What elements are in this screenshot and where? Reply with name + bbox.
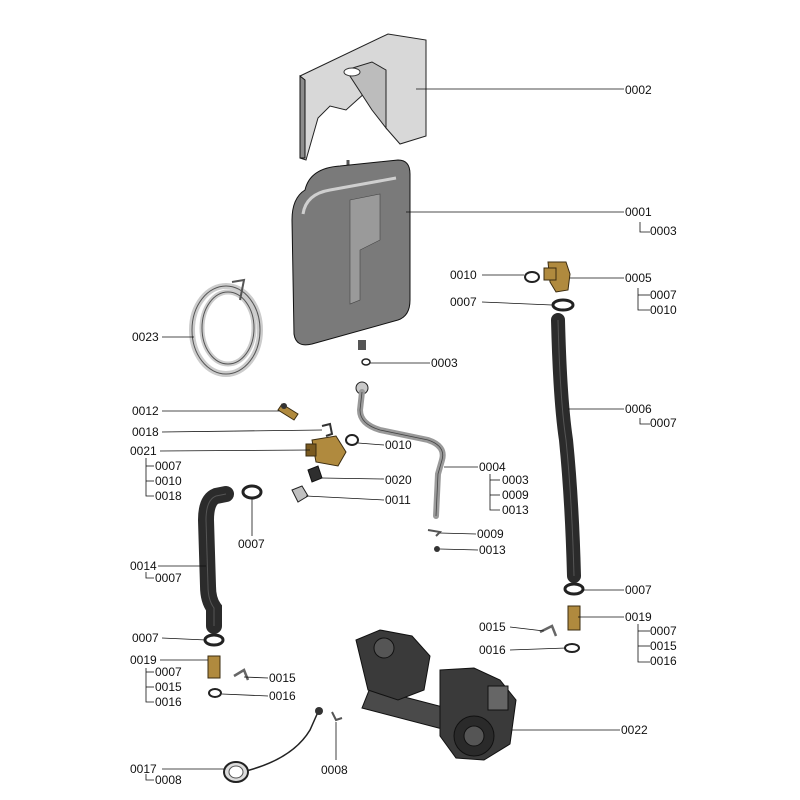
label-0009: 0009	[477, 527, 504, 541]
part-0013-oring	[434, 546, 440, 552]
label-0019-left: 0019	[130, 653, 157, 667]
label-0019-right-sub2: 0015	[650, 639, 677, 653]
part-0010-oring-mid	[345, 434, 359, 446]
label-0021: 0021	[130, 444, 157, 458]
label-0010-mid: 0010	[385, 438, 412, 452]
label-0021-sub3: 0018	[155, 489, 182, 503]
part-0008-clip	[331, 711, 343, 722]
label-0017: 0017	[130, 762, 157, 776]
label-0015-right: 0015	[479, 620, 506, 634]
part-0020-fitting	[307, 465, 323, 483]
part-0019-nipple-left	[207, 655, 221, 679]
label-0001-sub: 0003	[650, 224, 677, 238]
label-0007-right: 0007	[625, 583, 652, 597]
part-0002-cover	[299, 33, 427, 161]
part-0010-oring-top	[524, 271, 540, 283]
part-0023-coiled-tube	[189, 278, 263, 377]
label-0002: 0002	[625, 83, 652, 97]
label-0007-left: 0007	[132, 631, 159, 645]
label-0022: 0022	[621, 723, 648, 737]
part-0014-hose	[197, 486, 234, 634]
part-0007-clip-right	[563, 582, 585, 596]
leader-lines	[145, 88, 650, 781]
label-0008: 0008	[321, 763, 348, 777]
label-0016-left: 0016	[269, 689, 296, 703]
label-0016-right: 0016	[479, 643, 506, 657]
label-0023: 0023	[132, 330, 159, 344]
label-0019-right-sub3: 0016	[650, 654, 677, 668]
label-0006: 0006	[625, 402, 652, 416]
label-0012: 0012	[132, 404, 159, 418]
part-0015-clip-right	[539, 624, 558, 637]
label-0020: 0020	[385, 473, 412, 487]
label-0011: 0011	[385, 493, 411, 507]
part-0011-connector	[291, 485, 309, 503]
part-0019-nipple-right	[567, 605, 581, 631]
label-0013: 0013	[479, 543, 506, 557]
part-0006-hose	[551, 313, 581, 583]
part-0017-cap	[223, 707, 323, 783]
label-0001: 0001	[625, 205, 652, 219]
label-0004-sub1: 0003	[502, 473, 529, 487]
label-0021-sub1: 0007	[155, 459, 182, 473]
label-0007-top: 0007	[450, 295, 477, 309]
label-0019-left-sub3: 0016	[155, 695, 182, 709]
part-0005-elbow-fitting	[543, 261, 571, 293]
part-0004-pipe	[355, 381, 446, 519]
label-0017-sub: 0008	[155, 773, 182, 787]
label-0019-right-sub1: 0007	[650, 624, 677, 638]
part-0012-sensor	[277, 403, 299, 421]
part-0001-expansion-vessel	[291, 159, 411, 350]
label-0004-sub2: 0009	[502, 488, 529, 502]
part-0021-valve	[305, 435, 347, 467]
label-0004: 0004	[479, 460, 506, 474]
label-0004-sub3: 0013	[502, 503, 529, 517]
labels: 0002 0001 0003 0010 0005 0007 0010 0007 …	[130, 83, 677, 787]
part-0007-clip-mid	[241, 484, 263, 500]
label-0003: 0003	[431, 356, 458, 370]
label-0005: 0005	[625, 271, 652, 285]
label-0018: 0018	[132, 425, 159, 439]
part-0009-clip	[427, 529, 443, 537]
label-0010-top: 0010	[450, 268, 477, 282]
label-0006-sub: 0007	[650, 416, 677, 430]
label-0021-sub2: 0010	[155, 474, 182, 488]
label-0005-sub2: 0010	[650, 303, 677, 317]
label-0005-sub1: 0007	[650, 288, 677, 302]
label-0014-sub: 0007	[155, 571, 182, 585]
label-0015-left: 0015	[269, 671, 296, 685]
part-0022-pump-assembly	[355, 629, 517, 761]
label-0019-left-sub1: 0007	[155, 665, 182, 679]
label-0014: 0014	[130, 559, 157, 573]
label-0019-left-sub2: 0015	[155, 680, 182, 694]
part-0003-oring	[361, 358, 371, 366]
label-0007-mid: 0007	[238, 537, 265, 551]
part-0007-clip-top	[551, 298, 575, 312]
part-0016-oring-left	[208, 688, 222, 698]
part-0016-oring-right	[564, 643, 580, 653]
part-0018-clip	[321, 422, 334, 437]
part-0015-clip-left	[233, 668, 250, 681]
part-0007-clip-left	[203, 633, 225, 647]
label-0019-right: 0019	[625, 610, 652, 624]
